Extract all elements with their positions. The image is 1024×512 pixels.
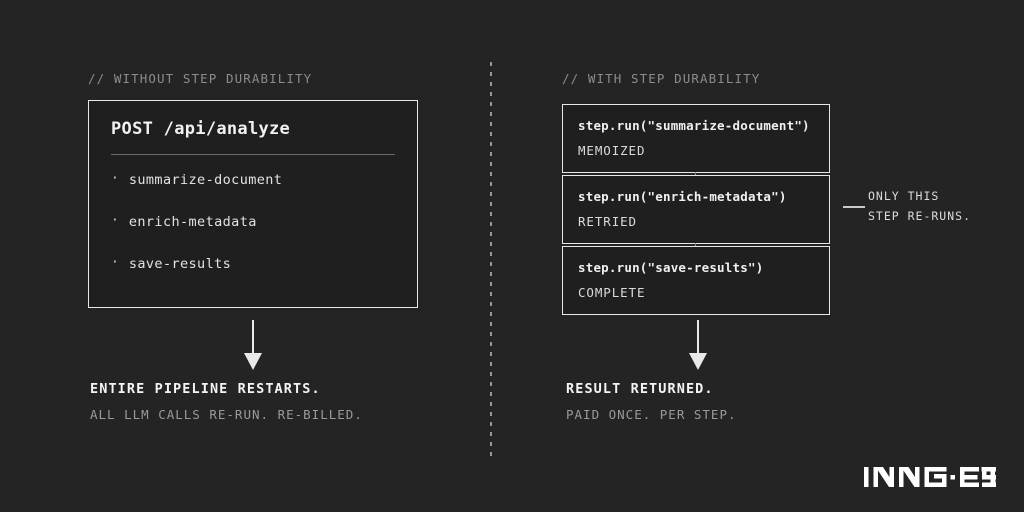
monolith-step-label: enrich-metadata (128, 214, 257, 230)
list-item: · summarize-document (111, 172, 395, 188)
step-connector (695, 172, 697, 175)
callout-annotation: ONLY THIS STEP RE-RUNS. (868, 186, 971, 226)
left-outcome-caption: ENTIRE PIPELINE RESTARTS. ALL LLM CALLS … (90, 381, 363, 422)
monolith-step-list: · summarize-document · enrich-metadata ·… (111, 172, 395, 272)
step-call-label: step.run("save-results") (578, 260, 764, 275)
callout-leader-line (843, 206, 865, 208)
step-box-save-results: step.run("save-results") COMPLETE (562, 246, 830, 315)
right-outcome-headline: RESULT RETURNED. (566, 381, 714, 397)
step-box-summarize-document: step.run("summarize-document") MEMOIZED (562, 104, 830, 173)
bullet-icon: · (111, 255, 119, 270)
left-outcome-subline: ALL LLM CALLS RE-RUN. RE-BILLED. (90, 407, 363, 422)
status-badge: COMPLETE (578, 285, 646, 300)
card-divider-rule (111, 154, 395, 155)
left-down-arrow-icon (243, 320, 263, 370)
list-item: · enrich-metadata (111, 214, 395, 230)
monolith-step-label: summarize-document (128, 172, 283, 188)
inngest-wordmark-icon (864, 467, 996, 487)
inngest-logo (864, 464, 996, 490)
right-outcome-caption: RESULT RETURNED. PAID ONCE. PER STEP. (566, 381, 737, 422)
arrow-shaft (697, 320, 699, 356)
arrow-head (244, 353, 262, 370)
bullet-icon: · (111, 213, 119, 228)
list-item: · save-results (111, 256, 395, 272)
step-connector (695, 243, 697, 246)
left-column-header: // WITHOUT STEP DURABILITY (88, 71, 313, 86)
right-down-arrow-icon (688, 320, 708, 370)
right-column-header: // WITH STEP DURABILITY (562, 71, 761, 86)
status-badge: MEMOIZED (578, 143, 646, 158)
step-box-enrich-metadata: step.run("enrich-metadata") RETRIED (562, 175, 830, 244)
bullet-icon: · (111, 171, 119, 186)
step-call-label: step.run("enrich-metadata") (578, 189, 787, 204)
endpoint-title: POST /api/analyze (111, 119, 291, 139)
step-call-label: step.run("summarize-document") (578, 118, 810, 133)
callout-line-1: ONLY THIS (868, 189, 940, 203)
right-outcome-subline: PAID ONCE. PER STEP. (566, 407, 737, 422)
callout-line-2: STEP RE-RUNS. (868, 209, 972, 223)
arrow-head (689, 353, 707, 370)
monolith-step-label: save-results (128, 256, 232, 272)
left-outcome-headline: ENTIRE PIPELINE RESTARTS. (90, 381, 321, 397)
arrow-shaft (252, 320, 254, 356)
status-badge: RETRIED (578, 214, 637, 229)
center-dotted-divider (490, 62, 492, 462)
monolith-endpoint-card: POST /api/analyze · summarize-document ·… (88, 100, 418, 308)
